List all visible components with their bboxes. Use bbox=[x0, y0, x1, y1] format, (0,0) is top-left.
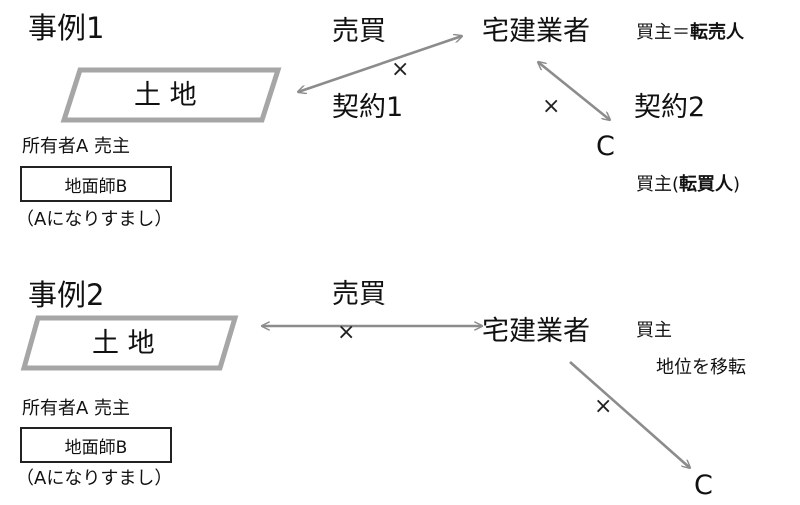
case2-surveyor-label: 地面師B bbox=[64, 437, 128, 458]
case2-title: 事例2 bbox=[28, 278, 105, 312]
case2-land-shape bbox=[20, 315, 239, 371]
case1-buyer-c-label: 買主(転買人) bbox=[636, 176, 740, 194]
case2-land-label: 土 地 bbox=[92, 328, 155, 359]
case1-buyer-c-suffix: ) bbox=[733, 174, 741, 195]
case1-sale-label: 売買 bbox=[332, 16, 386, 47]
case2-party-c: C bbox=[694, 470, 713, 501]
case1-dealer-label: 宅建業者 bbox=[482, 16, 590, 47]
case1-land-label: 土 地 bbox=[134, 80, 197, 111]
case1-impersonation-label: （Aになりすまし） bbox=[16, 209, 173, 230]
case2-sale-label: 売買 bbox=[332, 279, 386, 310]
case1-buyer-c-prefix: 買主( bbox=[636, 174, 680, 195]
case2-transfer-arrow bbox=[569, 361, 690, 468]
case1-surveyor-box: 地面師B bbox=[20, 166, 172, 202]
case1-buyer-resale-label: 買主＝転売人 bbox=[636, 24, 744, 42]
case2-sale-cross: × bbox=[337, 320, 356, 345]
case1-buyer-resale-prefix: 買主＝ bbox=[636, 22, 690, 43]
case1-buyer-c-role: 転買人 bbox=[679, 174, 734, 195]
case1-land-shape bbox=[60, 67, 282, 123]
case1-buyer-resale-role: 転売人 bbox=[690, 22, 744, 43]
case1-party-c: C bbox=[596, 131, 615, 162]
case1-sale-arrow bbox=[298, 36, 462, 92]
case1-resale-cross: × bbox=[542, 94, 561, 119]
case1-title: 事例1 bbox=[28, 11, 105, 45]
case1-resale-arrow bbox=[538, 62, 610, 120]
case2-buyer-label: 買主 bbox=[636, 320, 672, 341]
case2-dealer-label: 宅建業者 bbox=[482, 316, 590, 347]
case2-transfer-cross: × bbox=[594, 394, 613, 419]
case2-owner-label: 所有者A 売主 bbox=[22, 398, 131, 419]
case2-transfer-label: 地位を移転 bbox=[656, 357, 746, 378]
case1-contract2-label: 契約2 bbox=[634, 92, 706, 123]
case1-surveyor-label: 地面師B bbox=[64, 176, 128, 197]
case1-owner-label: 所有者A 売主 bbox=[22, 136, 131, 157]
case2-impersonation-label: （Aになりすまし） bbox=[16, 468, 173, 489]
case1-contract1-label: 契約1 bbox=[332, 92, 404, 123]
case1-sale-cross: × bbox=[391, 57, 410, 82]
case2-surveyor-box: 地面師B bbox=[20, 427, 172, 463]
